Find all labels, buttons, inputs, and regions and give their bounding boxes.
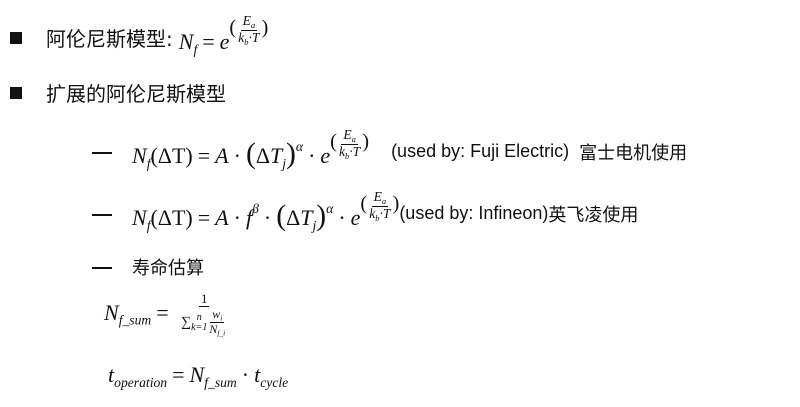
dash-icon xyxy=(92,267,112,269)
fuji-note-cn: 富士电机使用 xyxy=(579,142,688,164)
extended-arrhenius-label: 扩展的阿伦尼斯模型 xyxy=(46,82,226,106)
infineon-note: (used by: Infineon) xyxy=(399,203,549,224)
fuji-note: (used by: Fuji Electric) xyxy=(391,141,570,162)
square-bullet-icon xyxy=(10,31,22,44)
life-estimation-label: 寿命估算 xyxy=(132,258,204,279)
dash-icon xyxy=(92,214,112,216)
dash-icon xyxy=(92,152,112,154)
arrhenius-model-label: 阿伦尼斯模型: xyxy=(46,27,173,52)
bullet-extended-row: 扩展的阿伦尼斯模型 xyxy=(10,78,226,107)
t-operation-formula: toperation=Nf_sum·tcycle xyxy=(108,362,289,390)
square-bullet-icon xyxy=(10,86,22,99)
life-estimation-row: 寿命估算 xyxy=(92,254,204,280)
infineon-note-cn: 英飞凌使用 xyxy=(548,204,639,226)
